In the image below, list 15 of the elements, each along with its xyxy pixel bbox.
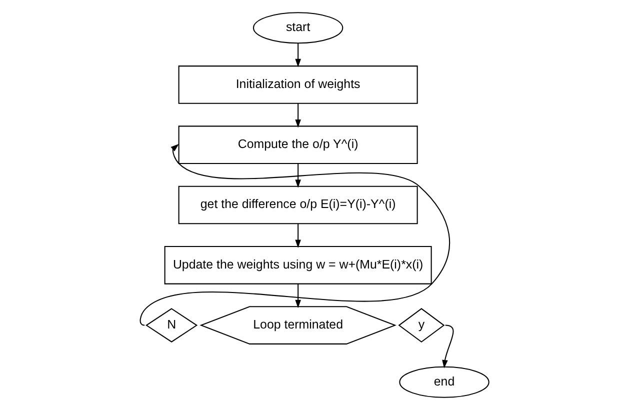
arrow (294, 43, 300, 68)
arrow (139, 144, 450, 326)
node-box: Initialization of weights (178, 66, 418, 104)
arrow (294, 224, 300, 248)
node-ellipse: start (252, 12, 343, 44)
node-diamond: N (145, 308, 198, 342)
node-box: Compute the o/p Y^(i) (178, 126, 418, 164)
node-box: Update the weights using w = w+(Mu*E(i)*x(i) (164, 246, 432, 284)
node-box: get the difference o/p E(i)=Y(i)-Y^(i) (178, 186, 418, 224)
node-ellipse: end (398, 366, 489, 398)
arrow (294, 164, 300, 188)
arrow (294, 284, 300, 308)
arrow (294, 104, 300, 128)
arrow (442, 324, 454, 368)
node-diamond: y (398, 308, 444, 343)
